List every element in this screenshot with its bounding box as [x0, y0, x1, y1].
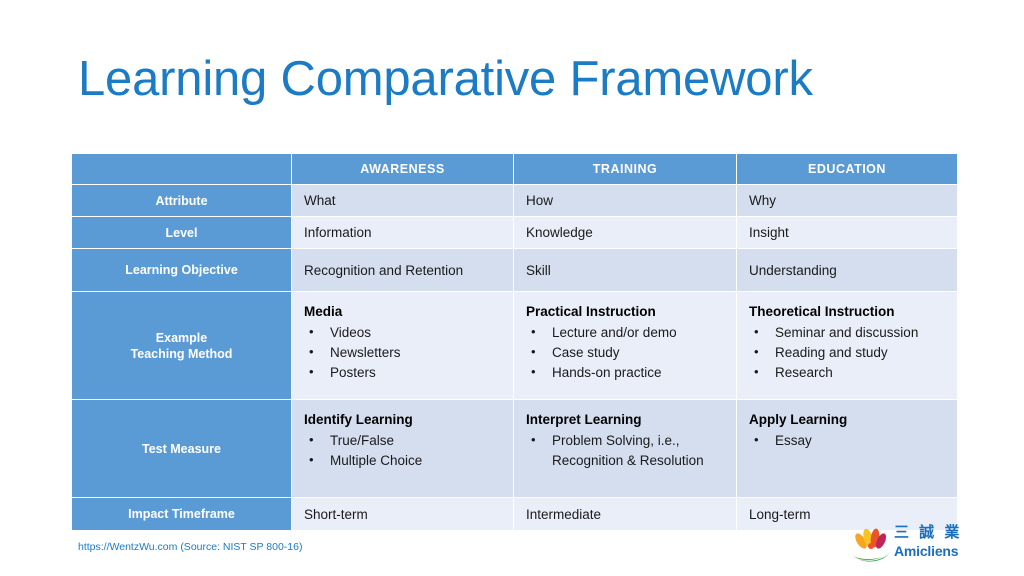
bullet-list: Lecture and/or demo Case study Hands-on … — [526, 322, 736, 383]
list-item: Videos — [304, 322, 513, 343]
table-header-row: AWARENESS TRAINING EDUCATION — [72, 154, 957, 184]
row-label-level: Level — [72, 217, 291, 248]
cell-level-education: Insight — [737, 217, 957, 248]
table-row: Test Measure Identify Learning True/Fals… — [72, 400, 957, 497]
list-item: Research — [749, 362, 957, 383]
row-label-example-teaching-method: Example Teaching Method — [72, 292, 291, 399]
cell-test-education: Apply Learning Essay — [737, 400, 957, 497]
table-row: Learning Objective Recognition and Reten… — [72, 249, 957, 291]
column-header-training: TRAINING — [514, 154, 736, 184]
cell-impact-training: Intermediate — [514, 498, 736, 530]
table-corner-cell — [72, 154, 291, 184]
table-row: Attribute What How Why — [72, 185, 957, 216]
table-row: Impact Timeframe Short-term Intermediate… — [72, 498, 957, 530]
bullet-list: Problem Solving, i.e., Recognition & Res… — [526, 430, 736, 471]
list-item: True/False — [304, 430, 513, 451]
cell-level-awareness: Information — [292, 217, 513, 248]
cell-attribute-training: How — [514, 185, 736, 216]
cell-impact-awareness: Short-term — [292, 498, 513, 530]
page-title: Learning Comparative Framework — [78, 52, 813, 106]
cell-attribute-education: Why — [737, 185, 957, 216]
cell-method-awareness: Media Videos Newsletters Posters — [292, 292, 513, 399]
logo-wordmark: 三 誠 業 Amicliens — [894, 524, 966, 559]
cell-impact-education: Long-term — [737, 498, 957, 530]
cell-test-training: Interpret Learning Problem Solving, i.e.… — [514, 400, 736, 497]
list-item: Hands-on practice — [526, 362, 736, 383]
cell-heading: Practical Instruction — [526, 304, 656, 319]
source-citation-link[interactable]: https://WentzWu.com (Source: NIST SP 800… — [78, 541, 303, 553]
cell-heading: Apply Learning — [749, 412, 848, 427]
list-item: Newsletters — [304, 342, 513, 363]
row-label-test-measure: Test Measure — [72, 400, 291, 497]
cell-method-training: Practical Instruction Lecture and/or dem… — [514, 292, 736, 399]
company-logo: 三 誠 業 Amicliens — [852, 524, 964, 566]
bullet-list: True/False Multiple Choice — [304, 430, 513, 471]
cell-heading: Theoretical Instruction — [749, 304, 895, 319]
framework-table-container: AWARENESS TRAINING EDUCATION Attribute W… — [71, 153, 958, 531]
row-label-impact-timeframe: Impact Timeframe — [72, 498, 291, 530]
cell-test-awareness: Identify Learning True/False Multiple Ch… — [292, 400, 513, 497]
list-item: Case study — [526, 342, 736, 363]
cell-attribute-awareness: What — [292, 185, 513, 216]
framework-table: AWARENESS TRAINING EDUCATION Attribute W… — [71, 153, 958, 531]
table-row: Level Information Knowledge Insight — [72, 217, 957, 248]
table-row: Example Teaching Method Media Videos New… — [72, 292, 957, 399]
list-item: Essay — [749, 430, 957, 451]
row-label-learning-objective: Learning Objective — [72, 249, 291, 291]
cell-heading: Interpret Learning — [526, 412, 642, 427]
cell-heading: Media — [304, 304, 343, 319]
cell-objective-education: Understanding — [737, 249, 957, 291]
list-item: Problem Solving, i.e., Recognition & Res… — [526, 430, 736, 471]
list-item: Seminar and discussion — [749, 322, 957, 343]
bullet-list: Essay — [749, 430, 957, 451]
list-item: Multiple Choice — [304, 450, 513, 471]
list-item: Lecture and/or demo — [526, 322, 736, 343]
column-header-education: EDUCATION — [737, 154, 957, 184]
logo-chinese-name: 三 誠 業 — [894, 524, 963, 541]
bullet-list: Seminar and discussion Reading and study… — [749, 322, 957, 383]
cell-heading: Identify Learning — [304, 412, 413, 427]
cell-method-education: Theoretical Instruction Seminar and disc… — [737, 292, 957, 399]
row-label-attribute: Attribute — [72, 185, 291, 216]
cell-level-training: Knowledge — [514, 217, 736, 248]
bullet-list: Videos Newsletters Posters — [304, 322, 513, 383]
row-label-line1: Example — [155, 330, 208, 345]
cell-objective-training: Skill — [514, 249, 736, 291]
logo-latin-name: Amicliens — [894, 543, 959, 559]
list-item: Posters — [304, 362, 513, 383]
list-item: Reading and study — [749, 342, 957, 363]
flower-logo-icon — [852, 526, 896, 564]
column-header-awareness: AWARENESS — [292, 154, 513, 184]
row-label-line2: Teaching Method — [130, 346, 233, 361]
cell-objective-awareness: Recognition and Retention — [292, 249, 513, 291]
